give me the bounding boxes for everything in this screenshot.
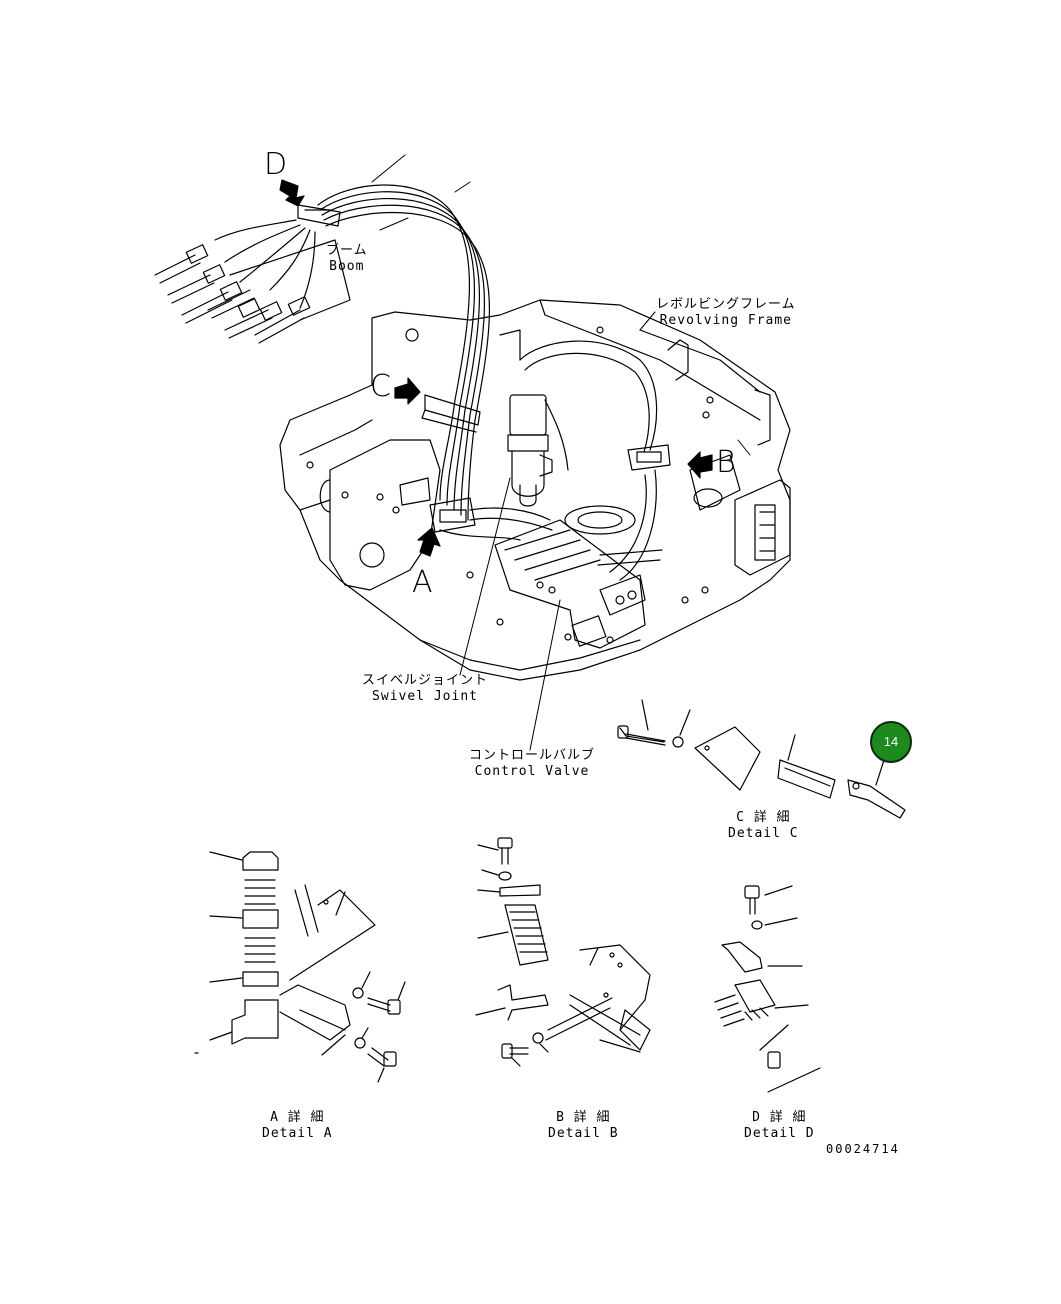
detail-a-label-jp: A 詳 細 bbox=[270, 1110, 325, 1125]
revolving-frame-drawing bbox=[279, 299, 791, 681]
revolving-frame-label-jp: レボルビングフレーム bbox=[656, 297, 796, 312]
control-valve-label-en: Control Valve bbox=[474, 764, 590, 779]
detail-b-label-jp: B 詳 細 bbox=[556, 1110, 611, 1125]
view-letter-c: C bbox=[370, 369, 391, 404]
boom-label: ブーム Boom bbox=[326, 243, 368, 275]
view-letter-d: D bbox=[264, 147, 288, 182]
revolving-frame-label-en: Revolving Frame bbox=[659, 313, 793, 328]
control-valve-label: コントロールバルブ Control Valve bbox=[469, 748, 595, 780]
swivel-joint-label: スイベルジョイント Swivel Joint bbox=[362, 673, 488, 705]
detail-d-label: D 詳 細 Detail D bbox=[744, 1110, 815, 1142]
drawing-number: 00024714 bbox=[826, 1142, 900, 1156]
detail-a-label-en: Detail A bbox=[262, 1126, 333, 1141]
view-letter-a: A bbox=[412, 565, 433, 600]
hose-fittings bbox=[154, 219, 351, 344]
detail-b-label: B 詳 細 Detail B bbox=[548, 1110, 619, 1142]
detail-c-label-jp: C 詳 細 bbox=[736, 810, 791, 825]
clamp-brackets bbox=[297, 204, 671, 533]
detail-b-drawing bbox=[475, 837, 651, 1067]
revolving-frame-label: レボルビングフレーム Revolving Frame bbox=[656, 297, 796, 329]
detail-b-label-en: Detail B bbox=[548, 1126, 619, 1141]
detail-a-label: A 詳 細 Detail A bbox=[262, 1110, 333, 1142]
detail-d-label-en: Detail D bbox=[744, 1126, 815, 1141]
detail-d-drawing bbox=[714, 885, 821, 1093]
detail-c-drawing bbox=[617, 699, 906, 819]
view-arrows bbox=[279, 179, 713, 557]
control-valve-label-jp: コントロールバルブ bbox=[469, 748, 596, 763]
swivel-joint-label-en: Swivel Joint bbox=[372, 689, 478, 704]
boom-label-jp: ブーム bbox=[326, 243, 368, 258]
boom-label-en: Boom bbox=[329, 259, 365, 274]
swivel-joint-label-jp: スイベルジョイント bbox=[362, 673, 489, 688]
leader-lines bbox=[371, 154, 751, 751]
detail-c-label-en: Detail C bbox=[728, 826, 799, 841]
detail-a-drawing bbox=[194, 851, 406, 1083]
detail-c-label: C 詳 細 Detail C bbox=[728, 810, 799, 842]
detail-d-label-jp: D 詳 細 bbox=[752, 1110, 807, 1125]
swivel-joint-drawing bbox=[507, 394, 569, 507]
view-letter-b: B bbox=[716, 445, 736, 480]
control-valve-drawing bbox=[494, 519, 663, 649]
hose-bundle bbox=[317, 184, 658, 581]
part-callout-14[interactable]: 14 bbox=[870, 721, 912, 763]
